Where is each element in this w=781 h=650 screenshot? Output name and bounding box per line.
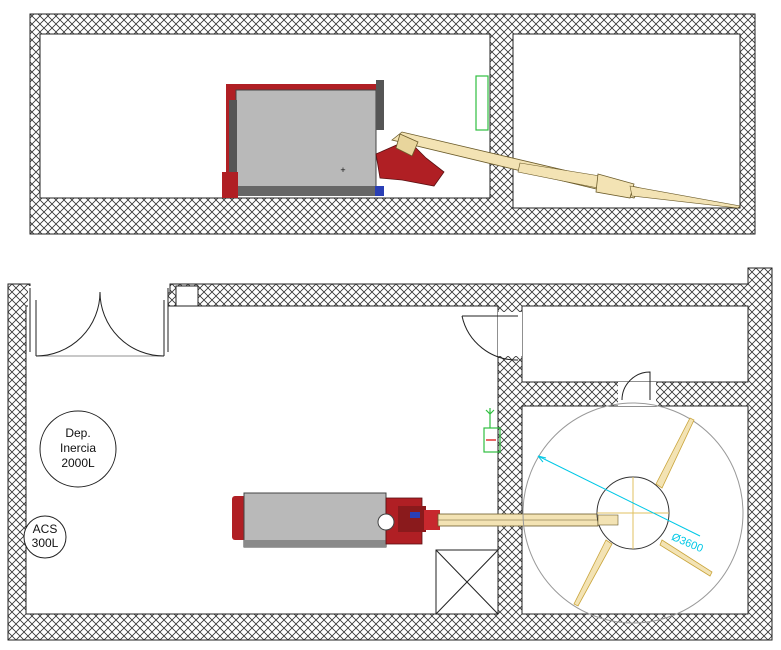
buffer-tank: Dep. Inercia 2000L — [39, 410, 117, 488]
side-door-swing — [461, 315, 519, 361]
acs-tank: ACS 300L — [23, 515, 67, 559]
tank-label-line1: Dep. — [65, 426, 90, 440]
acs-label-line1: ACS — [33, 522, 58, 536]
auger-plan — [437, 513, 599, 527]
acs-label-line2: 300L — [32, 536, 59, 550]
boiler-section: + — [222, 80, 384, 198]
section-walls — [29, 13, 756, 235]
valve-symbol — [483, 408, 501, 453]
main-door-opening — [28, 286, 168, 308]
shaft-box — [435, 549, 499, 615]
section-view: + — [29, 13, 756, 235]
tank-label-line3: 2000L — [61, 456, 95, 470]
svg-text:+: + — [340, 165, 345, 175]
silo-door-swing — [621, 371, 651, 401]
plan-view: Dep. Inercia 2000L ACS 300L — [7, 267, 773, 641]
boiler-plan — [232, 492, 440, 548]
side-door-opening — [498, 312, 522, 356]
auger-section — [391, 131, 741, 209]
plan-walls — [7, 267, 773, 641]
wall-box — [175, 285, 199, 307]
diameter-dimension — [537, 455, 701, 537]
silo-extractor: Ø3600 — [522, 402, 744, 624]
main-double-door — [35, 291, 165, 357]
wall-sensor-symbol — [475, 75, 489, 131]
tank-label-line2: Inercia — [60, 441, 96, 455]
